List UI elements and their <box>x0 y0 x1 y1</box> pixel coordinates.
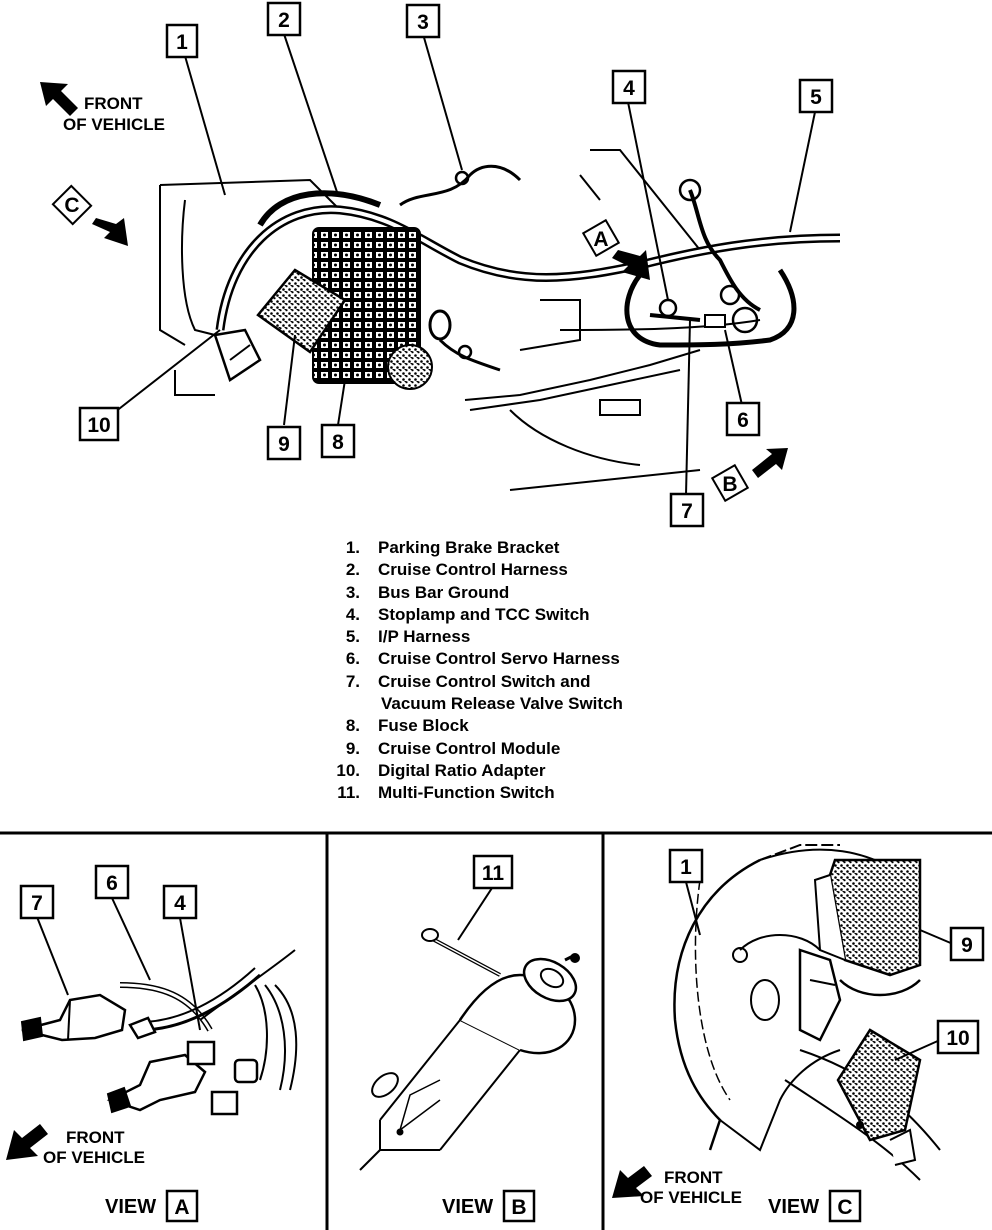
view-c-callout-1: 1 <box>668 848 704 884</box>
main-callout-5: 5 <box>798 78 834 114</box>
legend-item: 9.Cruise Control Module <box>345 738 561 758</box>
view-c-callout-9: 9 <box>949 926 985 962</box>
view-c-callout-10: 10 <box>936 1019 980 1055</box>
legend-item: 4.Stoplamp and TCC Switch <box>345 604 590 624</box>
view-c-label: VIEW C <box>768 1189 862 1223</box>
svg-text:10: 10 <box>946 1027 969 1050</box>
svg-text:9: 9 <box>961 934 973 957</box>
view-b-panel <box>359 928 580 1171</box>
main-callout-9: 9 <box>266 425 302 461</box>
svg-text:5: 5 <box>810 86 822 109</box>
svg-text:8: 8 <box>332 431 344 454</box>
view-marker-b: B <box>710 448 788 503</box>
view-a-callout-7: 7 <box>19 884 55 920</box>
view-a-callout-6: 6 <box>94 864 130 900</box>
svg-text:6: 6 <box>737 409 749 432</box>
view-b-callout-11: 11 <box>472 854 514 890</box>
view-marker-c: C <box>51 184 128 246</box>
svg-text:4: 4 <box>623 77 635 100</box>
view-b-label: VIEW B <box>442 1189 536 1223</box>
svg-text:2: 2 <box>278 9 290 32</box>
main-callout-6: 6 <box>725 401 761 437</box>
svg-text:OF VEHICLE: OF VEHICLE <box>43 1148 145 1167</box>
legend-item: 1.Parking Brake Bracket <box>345 538 560 557</box>
svg-text:7: 7 <box>681 500 693 523</box>
legend-item: 2.Cruise Control Harness <box>345 560 568 580</box>
view-a-callout-4: 4 <box>162 884 198 920</box>
legend-item: 7.Cruise Control Switch and <box>345 671 591 691</box>
legend-item: 6.Cruise Control Servo Harness <box>345 649 620 669</box>
svg-text:VIEW: VIEW <box>768 1196 819 1218</box>
main-callout-3: 3 <box>405 3 441 39</box>
main-callout-2: 2 <box>266 1 302 37</box>
svg-text:11: 11 <box>482 862 505 885</box>
view-marker-a: A <box>581 218 650 280</box>
panel-dividers <box>0 831 992 1230</box>
svg-text:VIEW: VIEW <box>105 1196 156 1218</box>
view-c-panel <box>673 844 941 1181</box>
svg-text:VIEW: VIEW <box>442 1196 493 1218</box>
svg-text:1: 1 <box>176 31 188 54</box>
main-view <box>159 149 841 491</box>
legend-item: 8.Fuse Block <box>345 716 469 736</box>
parts-legend: 1.Parking Brake Bracket 2.Cruise Control… <box>322 537 623 805</box>
main-callout-8: 8 <box>320 423 356 459</box>
svg-text:A: A <box>593 228 608 251</box>
front-label-line2: OF VEHICLE <box>63 115 165 134</box>
main-callout-10: 10 <box>78 406 120 442</box>
legend-item: 3.Bus Bar Ground <box>345 582 510 602</box>
svg-text:B: B <box>722 473 737 496</box>
svg-text:OF VEHICLE: OF VEHICLE <box>640 1188 742 1207</box>
front-of-vehicle-arrow: FRONT OF VEHICLE <box>40 82 165 134</box>
svg-text:3: 3 <box>417 11 429 34</box>
front-label-line1: FRONT <box>84 94 143 113</box>
legend-item: 11.Multi-Function Switch <box>337 783 555 803</box>
view-a-front-arrow: FRONT OF VEHICLE <box>6 1124 145 1167</box>
main-callout-1: 1 <box>165 23 199 59</box>
svg-text:C: C <box>837 1196 852 1219</box>
main-callout-4: 4 <box>611 69 647 105</box>
svg-text:10: 10 <box>87 414 110 437</box>
svg-text:7: 7 <box>31 892 43 915</box>
svg-text:A: A <box>174 1196 189 1219</box>
view-a-label: VIEW A <box>105 1189 199 1223</box>
legend-item: Vacuum Release Valve Switch <box>381 694 623 714</box>
view-c-front-arrow: FRONT OF VEHICLE <box>612 1166 742 1207</box>
svg-text:9: 9 <box>278 433 290 456</box>
svg-text:C: C <box>64 194 79 217</box>
svg-text:FRONT: FRONT <box>66 1128 125 1147</box>
main-callout-7: 7 <box>669 492 705 528</box>
legend-item: 10.Digital Ratio Adapter <box>336 760 546 780</box>
svg-text:4: 4 <box>174 892 186 915</box>
view-a-panel <box>20 949 298 1116</box>
svg-text:FRONT: FRONT <box>664 1168 723 1187</box>
svg-text:6: 6 <box>106 872 118 895</box>
svg-text:1: 1 <box>680 856 692 879</box>
svg-text:B: B <box>511 1196 526 1219</box>
legend-item: 5.I/P Harness <box>345 627 471 647</box>
